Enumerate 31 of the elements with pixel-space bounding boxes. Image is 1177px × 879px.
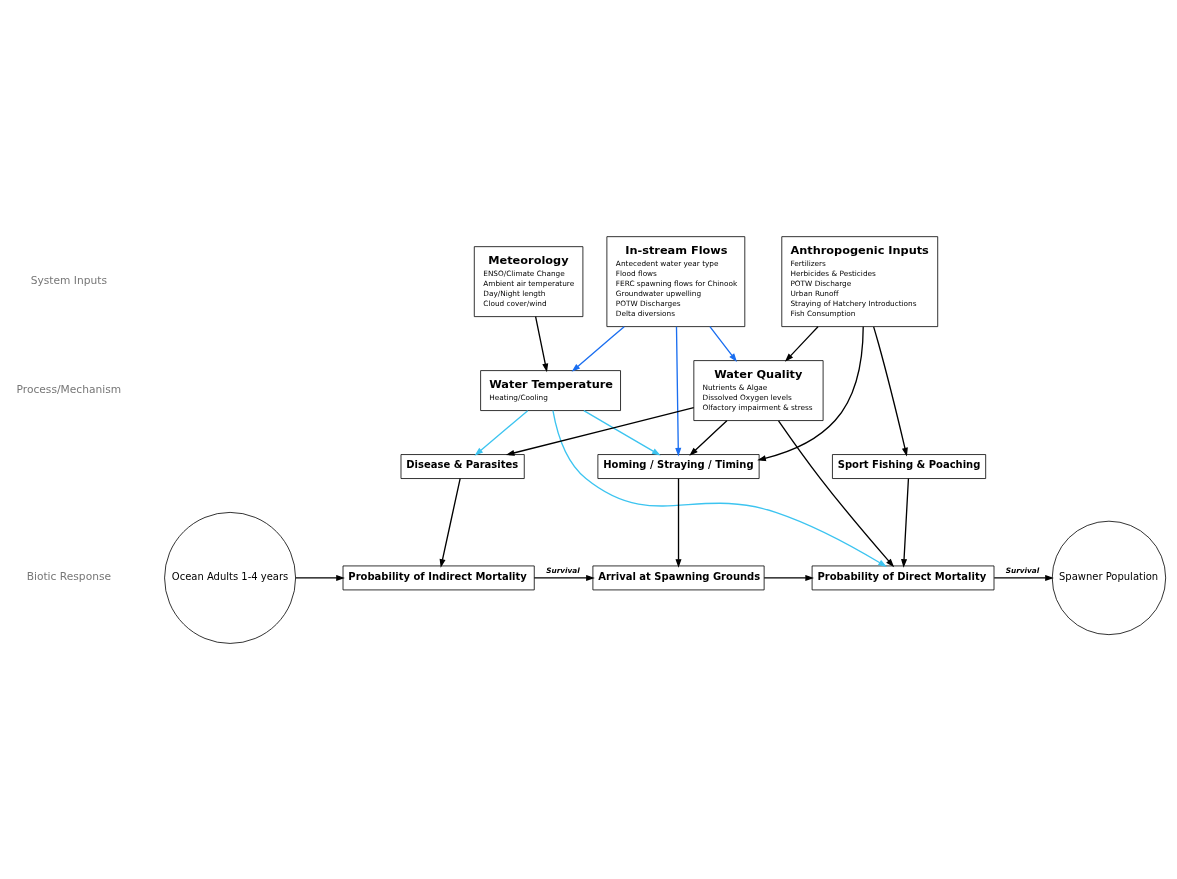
node-circle: Ocean Adults 1-4 years: [164, 511, 296, 644]
arrow: [474, 409, 529, 456]
node-box: Probability of Indirect Mortality: [342, 565, 535, 590]
label: Biotic Response: [26, 569, 112, 583]
arrow: [709, 325, 737, 362]
arrow: [439, 477, 461, 568]
node-box: Homing / Straying / Timing: [597, 453, 760, 479]
arrow: [583, 409, 661, 455]
arrow: [993, 574, 1054, 581]
node-box: Sport Fishing & Poaching: [832, 453, 987, 479]
node-box: Probability of Direct Mortality: [811, 565, 995, 590]
node-box: Disease & Parasites: [400, 453, 525, 479]
arrow: [571, 325, 625, 372]
arrow: [675, 325, 682, 457]
arrow: [505, 406, 695, 456]
arrow: [534, 315, 549, 372]
arrow: [873, 325, 908, 456]
label: System Inputs: [30, 273, 107, 287]
node-box: Arrival at Spawning Grounds: [592, 565, 765, 590]
label: Process/Mechanism: [16, 382, 122, 396]
arrow: [763, 574, 814, 581]
arrow: [689, 419, 728, 456]
node-circle: Spawner Population: [1051, 520, 1167, 635]
arrow: [757, 325, 864, 461]
arrow: [295, 574, 345, 581]
arrow: [533, 574, 595, 581]
arrow: [675, 477, 682, 568]
arrow: [552, 409, 887, 567]
arrow: [777, 419, 895, 567]
arrow: [901, 477, 910, 568]
arrow: [784, 325, 819, 362]
